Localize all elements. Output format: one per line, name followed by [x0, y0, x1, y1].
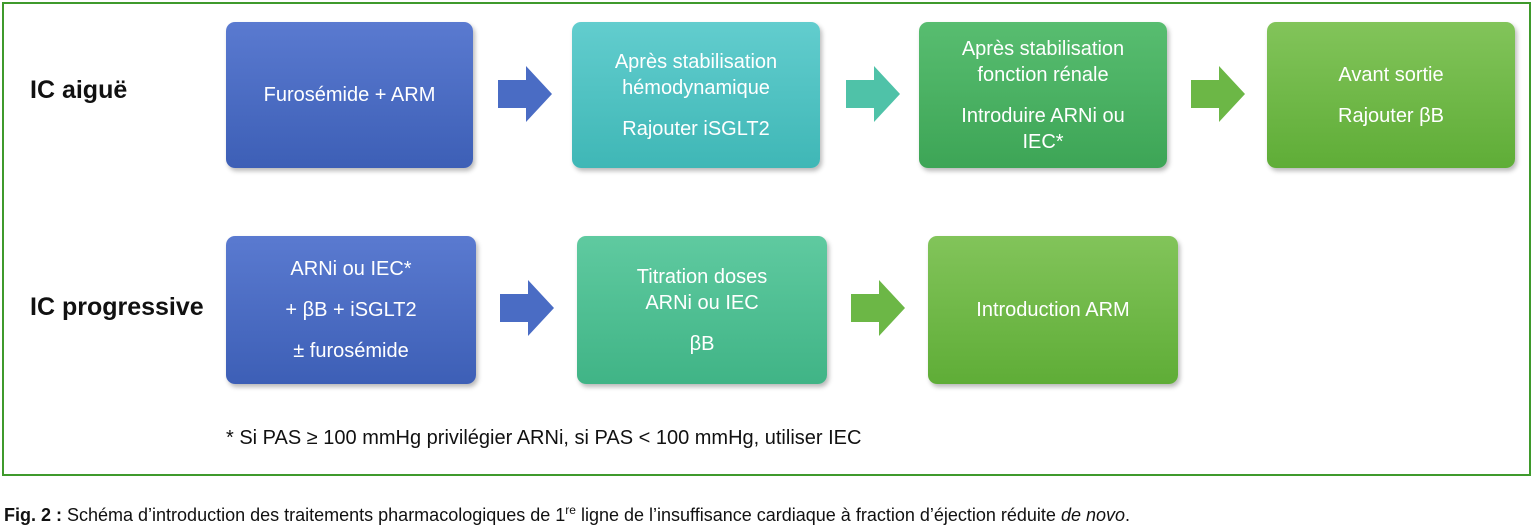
box-arni-iec: ARNi ou IEC* + βB + iSGLT2 ± furosémide	[226, 236, 476, 384]
box-titration-doses: Titration doses ARNi ou IEC βB	[577, 236, 827, 384]
box-text: Titration doses	[636, 265, 768, 288]
arrow-right-icon	[498, 66, 552, 122]
arrow-right-icon	[1191, 66, 1245, 122]
box-text: + βB + iSGLT2	[285, 299, 417, 321]
box-text: ARNi ou IEC	[645, 291, 759, 314]
box-text: fonction rénale	[977, 63, 1109, 86]
box-stabilisation-renale: Après stabilisation fonction rénale Intr…	[919, 22, 1167, 168]
box-text: Rajouter iSGLT2	[622, 117, 770, 140]
row-label-ic-aigue: IC aiguë	[30, 76, 128, 104]
box-text: Avant sortie	[1338, 63, 1444, 86]
footnote: * Si PAS ≥ 100 mmHg privilégier ARNi, si…	[226, 427, 862, 449]
box-text: Après stabilisation	[614, 50, 778, 73]
caption-text: Schéma d’introduction des traitements ph…	[62, 505, 566, 525]
box-text: Introduire ARNi ou	[961, 104, 1125, 127]
arrow-right-icon	[846, 66, 900, 122]
box-text: βB	[689, 332, 715, 355]
box-text: Après stabilisation	[961, 37, 1125, 60]
box-text: Furosémide + ARM	[263, 84, 436, 106]
arrow-right-icon	[851, 280, 905, 336]
box-furosemide-arm: Furosémide + ARM	[226, 22, 473, 168]
box-introduction-arm: Introduction ARM	[928, 236, 1178, 384]
caption-figure-number: Fig. 2 :	[4, 505, 62, 525]
box-stabilisation-hemodynamique: Après stabilisation hémodynamique Rajout…	[572, 22, 820, 168]
box-text: Introduction ARM	[976, 299, 1130, 321]
diagram-frame	[2, 2, 1531, 476]
box-text: hémodynamique	[622, 76, 770, 99]
caption-text: ligne de l’insuffisance cardiaque à frac…	[575, 505, 1061, 525]
box-text: Rajouter βB	[1338, 104, 1444, 127]
row-label-ic-progressive: IC progressive	[30, 293, 204, 321]
caption-end: .	[1125, 505, 1131, 525]
box-avant-sortie: Avant sortie Rajouter βB	[1267, 22, 1515, 168]
box-text: IEC*	[1022, 130, 1064, 153]
figure-caption: Fig. 2 : Schéma d’introduction des trait…	[4, 503, 1130, 526]
box-text: ± furosémide	[293, 340, 409, 362]
arrow-right-icon	[500, 280, 554, 336]
caption-italic: de novo	[1060, 505, 1126, 525]
caption-superscript: re	[565, 503, 576, 517]
box-text: ARNi ou IEC*	[290, 258, 412, 280]
